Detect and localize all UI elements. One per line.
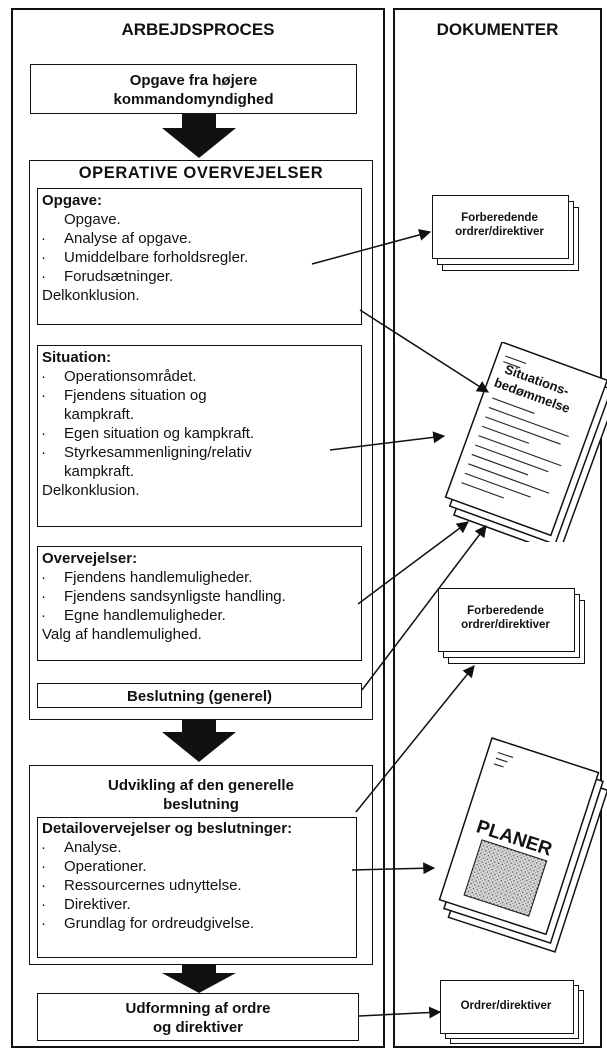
task-from-higher-box: Opgave fra højere kommandomyndighed: [30, 64, 357, 114]
list-item: kampkraft.: [64, 406, 135, 423]
detail-title: Detailovervejelser og beslutninger:: [42, 820, 293, 837]
list-item: Grundlag for ordreudgivelse.: [41, 914, 352, 933]
list-item: Ressourcernes udnyttelse.: [41, 876, 352, 895]
list-item: Egne handlemuligheder.: [41, 606, 357, 625]
list-item: Egen situation og kampkraft.: [41, 424, 357, 443]
development-title: Udvikling af den generelle beslutning: [108, 777, 294, 813]
list-item: Forudsætninger.: [41, 267, 357, 286]
prep-orders-label-1: Forberedende ordrer/direktiver: [455, 212, 544, 238]
situation-box: Situation: Operationsområdet. Fjendens s…: [37, 345, 362, 527]
prep-orders-doc-1: Forberedende ordrer/direktiver: [432, 195, 582, 275]
process-header: ARBEJDSPROCES: [121, 20, 275, 39]
list-item: Opgave.: [64, 211, 121, 228]
opgave-list: Opgave. Analyse af opgave. Umiddelbare f…: [41, 210, 357, 286]
list-item: Direktiver.: [41, 895, 352, 914]
list-item: Fjendens sandsynligste handling.: [41, 587, 357, 606]
list-item: Fjendens situation og: [41, 386, 357, 405]
list-item: Operationer.: [41, 857, 352, 876]
list-item: Umiddelbare forholdsregler.: [41, 248, 357, 267]
situation-assessment-doc: Situations-bedømmelse: [420, 341, 607, 555]
final-orders-box: Udformning af ordre og direktiver: [37, 993, 359, 1041]
opgave-title: Opgave:: [42, 192, 103, 209]
detail-box: Detailovervejelser og beslutninger: Anal…: [37, 817, 357, 958]
opgave-box: Opgave: Opgave. Analyse af opgave. Umidd…: [37, 188, 362, 325]
list-item: Operationsområdet.: [41, 367, 357, 386]
list-item: Analyse af opgave.: [41, 229, 357, 248]
plans-doc-pages: [438, 737, 607, 953]
situation-title: Situation:: [42, 349, 112, 366]
prep-orders-label-2: Forberedende ordrer/direktiver: [461, 605, 550, 631]
list-item: Fjendens handlemuligheder.: [41, 568, 357, 587]
operative-title: OPERATIVE OVERVEJELSER: [78, 164, 324, 182]
situation-conclusion: Delkonklusion.: [42, 482, 140, 499]
plans-doc: PLANER: [414, 733, 607, 958]
list-item: Analyse.: [41, 838, 352, 857]
prep-orders-doc-2: Forberedende ordrer/direktiver: [438, 588, 588, 668]
orders-doc: Ordrer/direktiver: [440, 980, 590, 1046]
situation-list: Operationsområdet. Fjendens situation og…: [41, 367, 357, 481]
considerations-box: Overvejelser: Fjendens handlemuligheder.…: [37, 546, 362, 661]
list-item: Styrkesammenligning/relativ: [41, 443, 357, 462]
orders-label: Ordrer/direktiver: [460, 1000, 552, 1012]
list-item: kampkraft.: [64, 463, 135, 480]
considerations-conclusion: Valg af handlemulighed.: [42, 626, 202, 643]
considerations-list: Fjendens handlemuligheder. Fjendens sand…: [41, 568, 357, 625]
detail-list: Analyse. Operationer. Ressourcernes udny…: [41, 838, 352, 933]
documents-header: DOKUMENTER: [436, 20, 559, 39]
considerations-title: Overvejelser:: [42, 550, 138, 567]
opgave-conclusion: Delkonklusion.: [42, 287, 140, 304]
decision-box: Beslutning (generel): [37, 683, 362, 708]
